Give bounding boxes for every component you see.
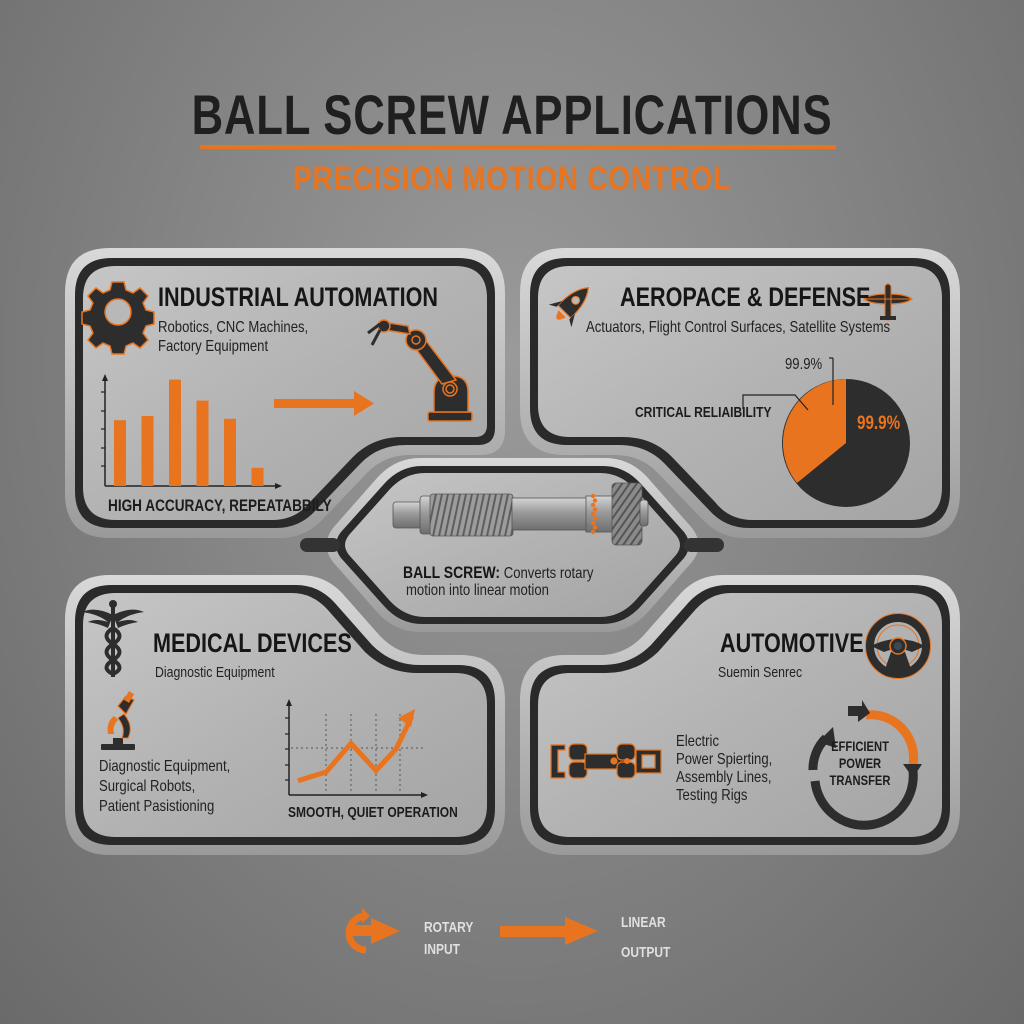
industrial-caption: HIGH ACCURACY, REPEATABBILY <box>108 496 332 515</box>
accuracy-bar-chart <box>101 374 282 489</box>
microscope-icon <box>101 691 135 750</box>
automotive-list-item: Assembly Lines, <box>676 769 772 786</box>
title-divider <box>200 145 836 149</box>
robot-arm-icon <box>367 319 473 422</box>
steering-wheel-icon <box>865 613 931 679</box>
quiet-operation-line-chart <box>285 699 428 798</box>
linear-output-label: LINEAR OUTPUT <box>621 908 670 968</box>
ball-screw-desc-line2: motion into linear motion <box>406 582 549 599</box>
connector-right <box>684 538 724 552</box>
cycle-label-line2: POWER <box>838 755 882 771</box>
caduceus-icon <box>82 600 144 677</box>
aerospace-title: AEROPACE & DEFENSE <box>620 282 871 312</box>
medical-list-item: Patient Pasistioning <box>99 798 215 815</box>
industrial-subtitle-line1: Robotics, CNC Machines, <box>158 319 309 336</box>
aerospace-subtitle: Actuators, Flight Control Surfaces, Sate… <box>586 319 891 336</box>
bar <box>141 416 154 486</box>
page-title: BALL SCREW APPLICATIONS <box>191 83 833 146</box>
industrial-subtitle: Robotics, CNC Machines, Factory Equipmen… <box>158 318 308 356</box>
medical-list: Diagnostic Equipment, Surgical Robots, P… <box>99 757 230 817</box>
bar <box>169 379 181 486</box>
rocket-icon <box>548 286 590 328</box>
chassis-icon <box>550 743 662 779</box>
bar <box>114 420 126 486</box>
automotive-title: AUTOMOTIVE <box>720 628 864 658</box>
bar <box>251 467 264 486</box>
automotive-list-item: Testing Rigs <box>676 787 748 804</box>
industrial-title: INDUSTRIAL AUTOMATION <box>158 282 438 312</box>
medical-subtitle: Diagnostic Equipment <box>155 664 275 681</box>
airplane-icon <box>863 283 913 321</box>
pie-callout-label: CRITICAL RELIAIBILITY <box>635 404 772 421</box>
linear-label-line2: OUTPUT <box>621 944 671 961</box>
automotive-subtitle: Suemin Senrec <box>718 664 803 681</box>
cycle-label-line3: TRANSFER <box>829 772 891 788</box>
pie-slice-value: 99.9% <box>857 413 901 434</box>
industrial-subtitle-line2: Factory Equipment <box>158 338 269 355</box>
connector-left <box>300 538 340 552</box>
ball-screw-label: BALL SCREW: <box>403 563 501 582</box>
linear-label-line1: LINEAR <box>621 914 666 931</box>
page-subtitle: PRECISION MOTION CONTROL <box>293 160 731 198</box>
pie-callout-value: 99.9% <box>785 356 823 373</box>
arrow-right-icon <box>274 391 374 416</box>
ball-screw-icon <box>392 482 649 546</box>
medical-panel-shape <box>65 575 505 855</box>
cycle-label: EFFICIENT POWER TRANSFER <box>828 738 892 789</box>
center-panel-shape <box>326 458 699 632</box>
gear-icon <box>81 281 155 355</box>
ball-screw-description: BALL SCREW: Converts rotary <box>403 563 593 583</box>
automotive-list: Electric Power Spierting, Assembly Lines… <box>676 733 772 805</box>
bar <box>196 400 209 486</box>
bar <box>224 418 236 486</box>
rotary-label-line2: INPUT <box>424 941 460 958</box>
cycle-arrows-icon <box>808 700 922 830</box>
medical-list-item: Diagnostic Equipment, <box>99 758 231 775</box>
automotive-panel-shape <box>520 575 960 855</box>
rotary-label-line1: ROTARY <box>424 919 474 936</box>
cycle-label-line1: EFFICIENT <box>831 738 889 754</box>
medical-caption: SMOOTH, QUIET OPERATION <box>288 804 458 821</box>
arrow-right-icon <box>500 917 598 945</box>
medical-title: MEDICAL DEVICES <box>153 628 352 658</box>
automotive-list-item: Power Spierting, <box>676 751 773 768</box>
automotive-list-item: Electric <box>676 733 720 750</box>
rotary-input-label: ROTARY INPUT <box>424 917 473 961</box>
rotary-input-icon <box>345 908 400 954</box>
ball-screw-desc-line1: Converts rotary <box>503 565 594 582</box>
medical-list-item: Surgical Robots, <box>99 778 196 795</box>
reliability-pie-chart <box>742 357 910 507</box>
